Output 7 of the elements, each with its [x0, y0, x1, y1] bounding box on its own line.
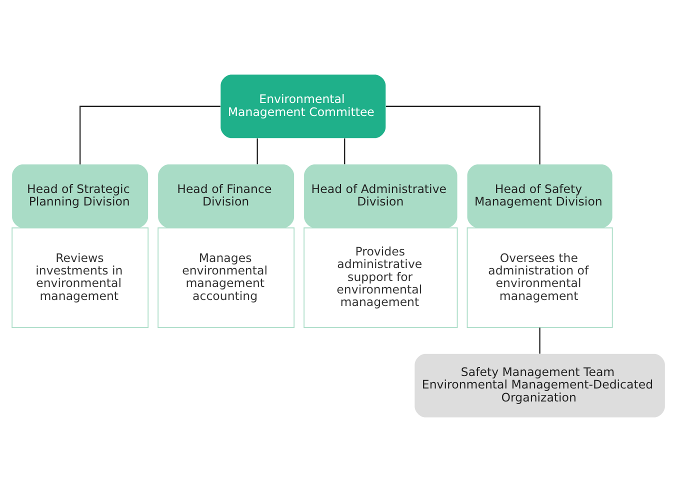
connector [539, 327, 540, 354]
node-box: Safety Management Team Environmental Management-Dedicated Organization [414, 353, 665, 417]
node-box: Environmental Management Committee [220, 74, 386, 138]
connector [256, 138, 258, 164]
connector [386, 105, 540, 164]
connector [80, 105, 220, 164]
connector [344, 138, 346, 164]
